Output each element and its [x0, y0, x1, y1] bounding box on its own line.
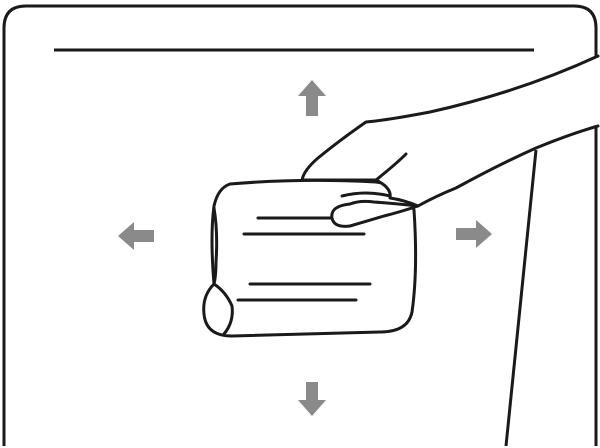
arrow-down-icon — [298, 382, 326, 416]
arrow-left-icon — [118, 222, 154, 250]
side-edge-line — [506, 150, 536, 446]
arrow-up-icon — [298, 80, 326, 116]
arrow-right-icon — [456, 220, 492, 248]
